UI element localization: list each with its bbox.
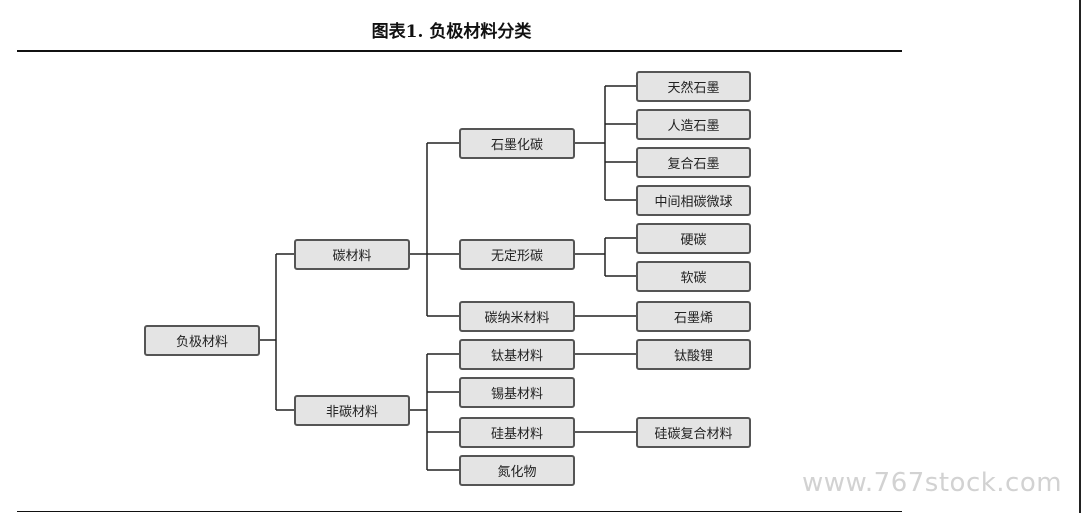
node-carbon-materials: 碳材料 xyxy=(294,239,410,270)
node-lithium-titanate: 钛酸锂 xyxy=(636,339,751,370)
node-artificial-graphite: 人造石墨 xyxy=(636,109,751,140)
page-edge-line xyxy=(1079,0,1081,513)
node-composite-graphite: 复合石墨 xyxy=(636,147,751,178)
node-graphitized-carbon: 石墨化碳 xyxy=(459,128,575,159)
node-soft-carbon: 软碳 xyxy=(636,261,751,292)
node-silicon-based: 硅基材料 xyxy=(459,417,575,448)
node-silicon-carbon-composite: 硅碳复合材料 xyxy=(636,417,751,448)
node-titanium-based: 钛基材料 xyxy=(459,339,575,370)
node-anode-materials: 负极材料 xyxy=(144,325,260,356)
node-natural-graphite: 天然石墨 xyxy=(636,71,751,102)
node-carbon-nanomaterials: 碳纳米材料 xyxy=(459,301,575,332)
node-non-carbon-materials: 非碳材料 xyxy=(294,395,410,426)
figure-title: 图表1. 负极材料分类 xyxy=(371,22,532,42)
node-amorphous-carbon: 无定形碳 xyxy=(459,239,575,270)
node-hard-carbon: 硬碳 xyxy=(636,223,751,254)
node-tin-based: 锡基材料 xyxy=(459,377,575,408)
bottom-rule xyxy=(17,511,902,512)
node-nitrides: 氮化物 xyxy=(459,455,575,486)
watermark-text: www.767stock.com xyxy=(802,468,1063,498)
top-rule xyxy=(17,50,902,52)
node-graphene: 石墨烯 xyxy=(636,301,751,332)
node-mesocarbon-microbeads: 中间相碳微球 xyxy=(636,185,751,216)
